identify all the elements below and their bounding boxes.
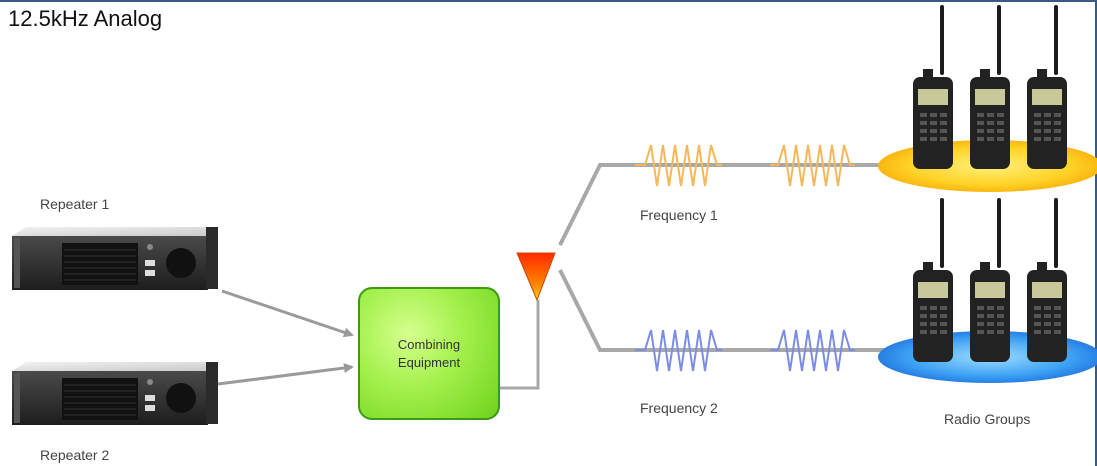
frequency-2-wave-a (635, 329, 722, 372)
combining-equipment-box: Combining Equipment (358, 287, 500, 420)
frequency-1-path (558, 163, 885, 246)
frequency-2-label: Frequency 2 (640, 400, 718, 416)
frequency-1-wave-a (635, 144, 722, 187)
right-border (1095, 0, 1097, 466)
frequency-2-wave-b (770, 329, 855, 372)
radio-group-1-radios (913, 5, 1067, 169)
slide-title: 12.5kHz Analog (8, 6, 163, 31)
radio-group-2-radios (913, 198, 1067, 362)
top-border (0, 0, 1097, 2)
frequency-1-wave-b (770, 144, 855, 187)
repeater-2-label: Repeater 2 (40, 447, 110, 463)
frequency-2-path (558, 269, 885, 352)
repeater-1-label: Repeater 1 (40, 196, 110, 212)
antenna-feed-line (492, 300, 540, 390)
antenna-icon (516, 252, 556, 302)
frequency-1-label: Frequency 1 (640, 207, 718, 223)
radio-groups-label: Radio Groups (944, 411, 1031, 427)
repeater-2-unit (12, 362, 218, 425)
repeater-1-unit (12, 227, 218, 290)
arrow-repeater-1 (221, 289, 354, 338)
arrow-repeater-2 (217, 363, 354, 386)
